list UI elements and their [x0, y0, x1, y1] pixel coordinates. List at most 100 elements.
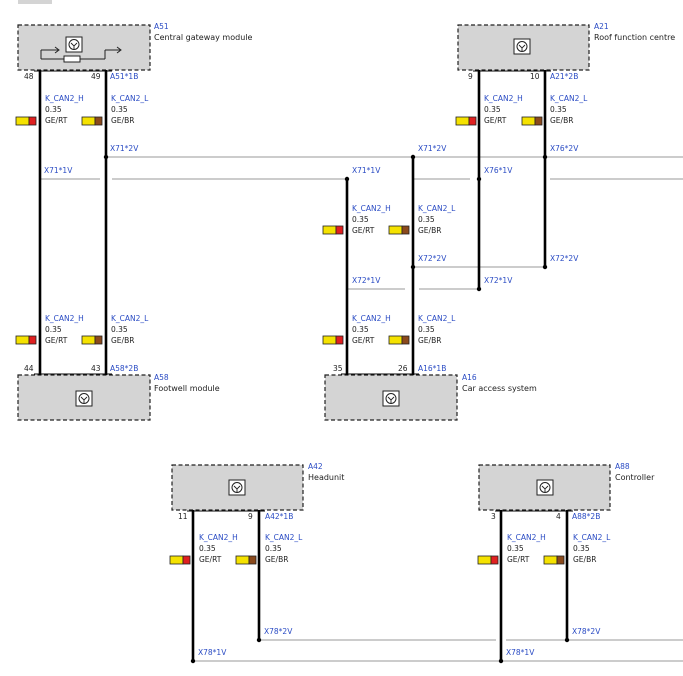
module-a88-name: Controller	[615, 473, 655, 482]
svg-text:0.35: 0.35	[484, 105, 501, 114]
pin-a21-l: 10	[530, 72, 540, 81]
module-a21-id: A21	[594, 22, 609, 31]
plug-a51: A51*1B	[110, 72, 138, 81]
wire-color-swatches	[15, 116, 565, 565]
svg-text:K_CAN2_L: K_CAN2_L	[550, 94, 588, 103]
control-unit-icon	[513, 38, 531, 55]
pin-a88-l: 4	[556, 512, 561, 521]
svg-text:GE/RT: GE/RT	[199, 555, 222, 564]
svg-text:GE/BR: GE/BR	[111, 116, 134, 125]
svg-text:GE/BR: GE/BR	[418, 226, 441, 235]
control-unit-icon	[536, 479, 554, 496]
wire-label-a16-lower-h: K_CAN2_H 0.35 GE/RT	[352, 314, 391, 345]
wire-label-a88-l: K_CAN2_L 0.35 GE/BR	[573, 533, 611, 564]
connector-x78-1v-b: X78*1V	[506, 648, 535, 657]
module-a42-id: A42	[308, 462, 323, 471]
junction-dots	[103, 154, 570, 664]
module-a21-name: Roof function centre	[594, 33, 675, 42]
module-a58[interactable]	[17, 374, 151, 421]
svg-text:K_CAN2_L: K_CAN2_L	[418, 314, 456, 323]
control-unit-icon	[228, 479, 246, 496]
svg-text:0.35: 0.35	[111, 325, 128, 334]
wire-color-swatch-ge-br	[81, 335, 103, 345]
plug-a42: A42*1B	[265, 512, 293, 521]
module-a51[interactable]	[17, 24, 151, 71]
connector-x71-2v-b: X71*2V	[418, 144, 447, 153]
svg-text:GE/RT: GE/RT	[45, 336, 68, 345]
svg-text:0.35: 0.35	[418, 215, 435, 224]
wire-label-a51-l: K_CAN2_L 0.35 GE/BR	[111, 94, 149, 125]
module-a16[interactable]	[324, 374, 458, 421]
wire-color-swatch-ge-rt	[169, 555, 191, 565]
pin-a58-h: 44	[24, 364, 34, 373]
svg-text:GE/RT: GE/RT	[484, 116, 507, 125]
module-a16-name: Car access system	[462, 384, 537, 393]
svg-text:GE/RT: GE/RT	[352, 336, 375, 345]
wire-color-swatch-ge-br	[235, 555, 257, 565]
svg-text:K_CAN2_L: K_CAN2_L	[111, 94, 149, 103]
svg-text:K_CAN2_L: K_CAN2_L	[111, 314, 149, 323]
wire-color-swatch-ge-rt	[477, 555, 499, 565]
pin-a16-h: 35	[333, 364, 343, 373]
svg-text:K_CAN2_L: K_CAN2_L	[573, 533, 611, 542]
module-a88[interactable]	[478, 464, 611, 511]
svg-text:0.35: 0.35	[265, 544, 282, 553]
connector-x71-1v-b: X71*1V	[352, 166, 381, 175]
svg-text:GE/BR: GE/BR	[573, 555, 596, 564]
wire-label-a42-l: K_CAN2_L 0.35 GE/BR	[265, 533, 303, 564]
connector-x71-2v-a: X71*2V	[110, 144, 139, 153]
wire-label-a21-h: K_CAN2_H 0.35 GE/RT	[484, 94, 523, 125]
svg-text:GE/BR: GE/BR	[111, 336, 134, 345]
wire-color-swatch-ge-rt	[15, 335, 37, 345]
svg-text:GE/BR: GE/BR	[550, 116, 573, 125]
wire-color-swatch-ge-br	[388, 335, 410, 345]
svg-text:GE/RT: GE/RT	[507, 555, 530, 564]
svg-text:K_CAN2_L: K_CAN2_L	[265, 533, 303, 542]
plug-a88: A88*2B	[572, 512, 600, 521]
wire-label-a16-lower-l: K_CAN2_L 0.35 GE/BR	[418, 314, 456, 345]
svg-text:0.35: 0.35	[45, 105, 62, 114]
wire-color-swatch-ge-rt	[15, 116, 37, 126]
module-a21[interactable]	[457, 24, 590, 71]
pin-a58-l: 43	[91, 364, 101, 373]
svg-text:K_CAN2_L: K_CAN2_L	[418, 204, 456, 213]
svg-text:K_CAN2_H: K_CAN2_H	[199, 533, 238, 542]
svg-text:0.35: 0.35	[550, 105, 567, 114]
page-tab	[18, 0, 52, 4]
svg-text:0.35: 0.35	[199, 544, 216, 553]
pin-a42-h: 11	[178, 512, 188, 521]
svg-text:0.35: 0.35	[45, 325, 62, 334]
control-unit-icon	[382, 390, 400, 407]
svg-text:K_CAN2_H: K_CAN2_H	[352, 314, 391, 323]
svg-text:0.35: 0.35	[352, 215, 369, 224]
wire-color-swatch-ge-rt	[322, 225, 344, 235]
svg-text:K_CAN2_H: K_CAN2_H	[507, 533, 546, 542]
wire-label-a88-h: K_CAN2_H 0.35 GE/RT	[507, 533, 546, 564]
svg-text:K_CAN2_H: K_CAN2_H	[352, 204, 391, 213]
svg-text:K_CAN2_H: K_CAN2_H	[484, 94, 523, 103]
wire-color-swatch-ge-br	[388, 225, 410, 235]
wire-color-swatch-ge-br	[543, 555, 565, 565]
svg-text:GE/RT: GE/RT	[45, 116, 68, 125]
connector-x72-1v-a: X72*1V	[352, 276, 381, 285]
pin-a42-l: 9	[248, 512, 253, 521]
connector-x71-1v-a: X71*1V	[44, 166, 73, 175]
connector-x72-2v-a: X72*2V	[418, 254, 447, 263]
connector-x72-1v-b: X72*1V	[484, 276, 513, 285]
connector-x72-2v-b: X72*2V	[550, 254, 579, 263]
control-unit-icon	[65, 36, 83, 53]
module-a58-name: Footwell module	[154, 384, 220, 393]
wire-label-a58-h: K_CAN2_H 0.35 GE/RT	[45, 314, 84, 345]
connector-x76-2v: X76*2V	[550, 144, 579, 153]
wire-label-a16-upper-l: K_CAN2_L 0.35 GE/BR	[418, 204, 456, 235]
pin-a21-h: 9	[468, 72, 473, 81]
wire-color-swatch-ge-br	[521, 116, 543, 126]
svg-text:0.35: 0.35	[352, 325, 369, 334]
wire-label-a21-l: K_CAN2_L 0.35 GE/BR	[550, 94, 588, 125]
connector-x78-2v-b: X78*2V	[572, 627, 601, 636]
plug-a16: A16*1B	[418, 364, 446, 373]
module-a42[interactable]	[171, 464, 304, 511]
wire-color-swatch-ge-br	[81, 116, 103, 126]
gateway-symbol-icon	[40, 46, 122, 63]
